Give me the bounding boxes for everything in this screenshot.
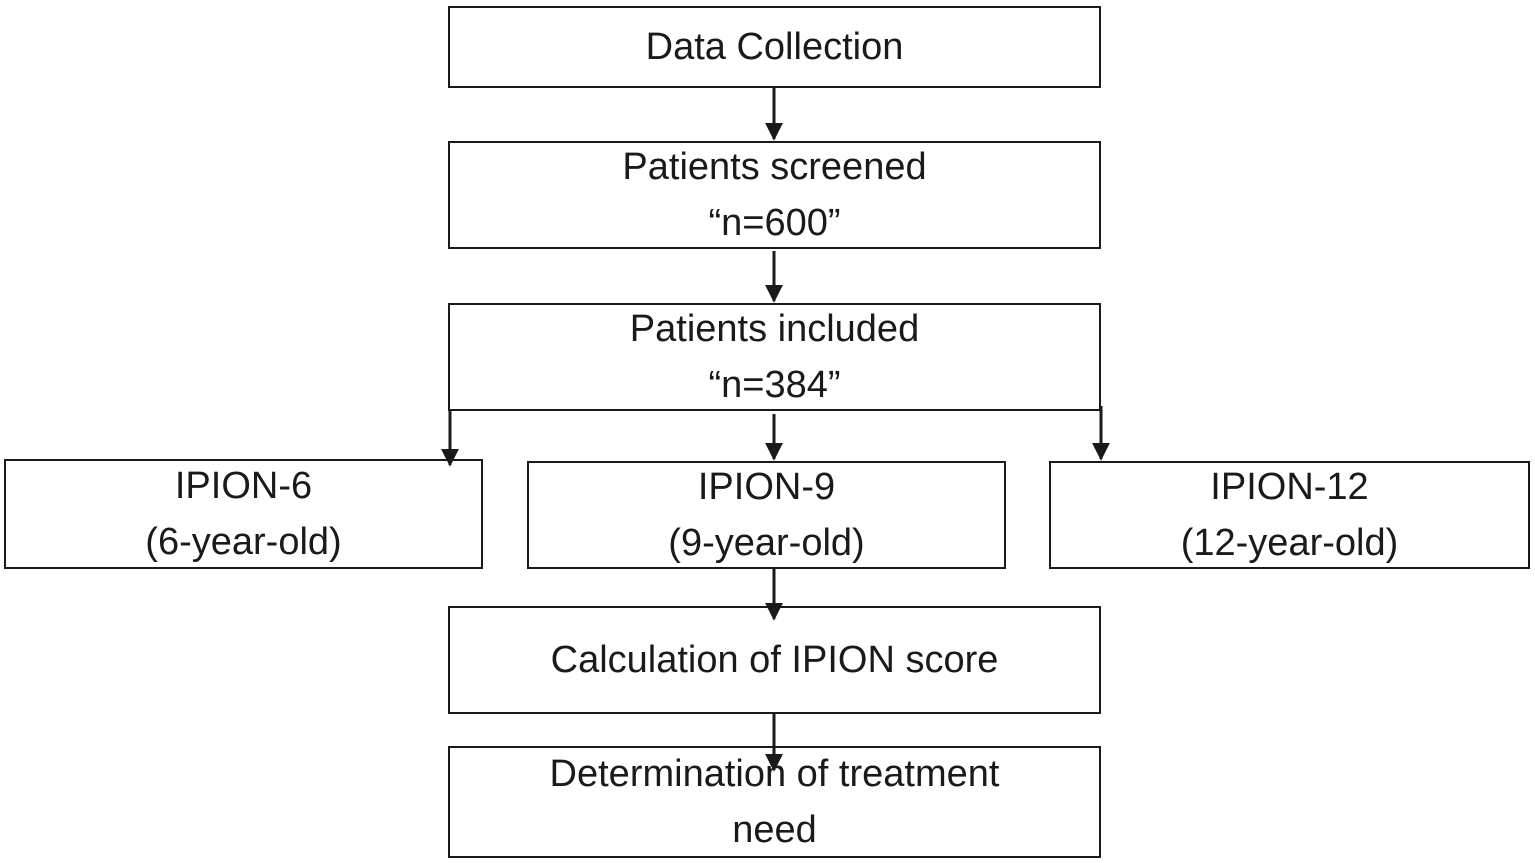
node-determination: Determination of treatment need (448, 746, 1101, 858)
node-calculation: Calculation of IPION score (448, 606, 1101, 714)
node-ipion-12: IPION-12 (12-year-old) (1049, 461, 1530, 569)
node-determination-line-1: Determination of treatment (549, 753, 1000, 795)
node-patients-screened-line-2: “n=600” (708, 202, 841, 244)
node-calculation-line-1: Calculation of IPION score (550, 639, 999, 681)
node-ipion-9-line-1: IPION-9 (697, 466, 836, 508)
node-patients-screened-line-1: Patients screened (622, 146, 927, 188)
node-ipion-6: IPION-6 (6-year-old) (4, 459, 483, 569)
node-patients-included: Patients included “n=384” (448, 303, 1101, 411)
node-ipion-12-line-1: IPION-12 (1210, 466, 1369, 508)
node-ipion-6-line-2: (6-year-old) (145, 521, 342, 563)
node-determination-line-2: need (732, 809, 817, 851)
node-patients-screened: Patients screened “n=600” (448, 141, 1101, 249)
node-data-collection: Data Collection (448, 6, 1101, 88)
node-ipion-9: IPION-9 (9-year-old) (527, 461, 1006, 569)
node-ipion-6-line-1: IPION-6 (174, 465, 313, 507)
node-ipion-9-line-2: (9-year-old) (668, 522, 865, 564)
node-patients-included-line-2: “n=384” (708, 364, 841, 406)
node-data-collection-line-1: Data Collection (645, 26, 904, 68)
node-ipion-12-line-2: (12-year-old) (1180, 522, 1399, 564)
node-patients-included-line-1: Patients included (629, 308, 920, 350)
